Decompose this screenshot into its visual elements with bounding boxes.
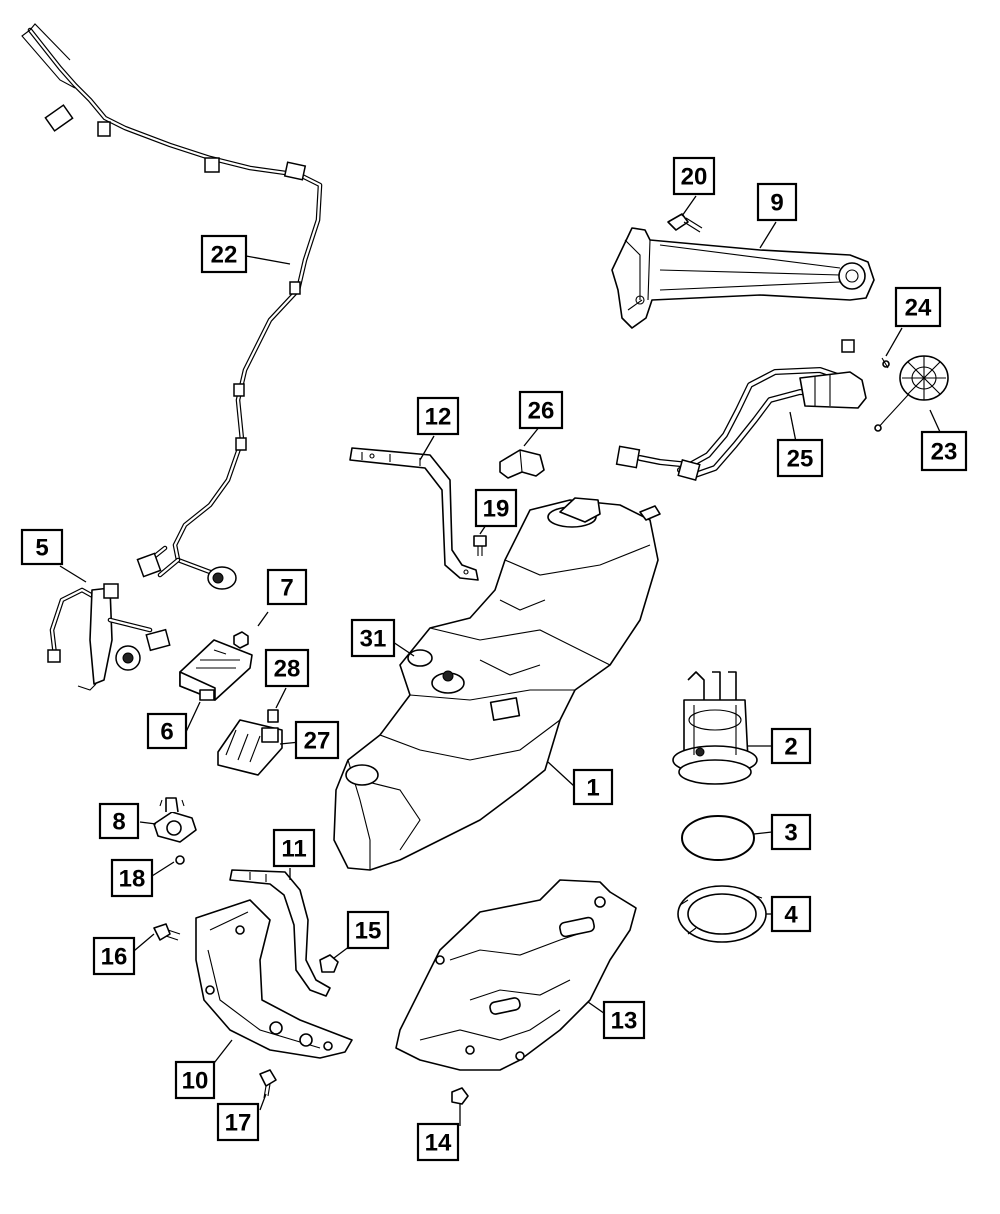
callout-1-label: 1: [586, 775, 599, 802]
callout-26: 26: [518, 390, 564, 430]
callout-19-label: 19: [483, 496, 510, 523]
callout-22: 22: [200, 234, 248, 274]
callout-10-label: 10: [182, 1068, 209, 1095]
callout-11: 11: [272, 828, 316, 868]
module-27-drawing: [217, 719, 283, 776]
nut-7-drawing: [233, 631, 249, 649]
leader-lines: [59, 195, 941, 1126]
callout-20-label: 20: [681, 164, 708, 191]
callout-20: 20: [672, 156, 716, 196]
wire-pigtail-5-drawing: [47, 583, 171, 691]
callout-28: 28: [264, 648, 310, 688]
callout-11-label: 11: [281, 836, 306, 863]
skid-plate-13-drawing: [395, 879, 637, 1071]
callout-2: 2: [770, 727, 812, 765]
lock-ring-drawing: [677, 885, 767, 943]
callout-10: 10: [174, 1060, 216, 1100]
callout-31-label: 31: [360, 626, 387, 653]
callout-15: 15: [346, 910, 390, 950]
bolt-16-drawing: [153, 923, 181, 941]
sensor-8-drawing: [153, 797, 197, 843]
callout-3-label: 3: [784, 820, 797, 847]
callout-17-label: 17: [225, 1110, 252, 1137]
callout-2-label: 2: [784, 734, 797, 761]
callout-27: 27: [294, 720, 340, 760]
callout-17: 17: [216, 1102, 260, 1142]
bolt-17-drawing: [259, 1069, 277, 1099]
callout-16: 16: [92, 936, 136, 976]
callout-8: 8: [98, 802, 140, 840]
bolt-20-drawing: [667, 213, 703, 233]
callout-24: 24: [894, 286, 942, 328]
wire-harness-drawing: [21, 23, 323, 590]
callout-22-label: 22: [211, 242, 238, 269]
callout-27-label: 27: [304, 728, 331, 755]
callout-5: 5: [20, 528, 64, 566]
callout-28-label: 28: [274, 656, 301, 683]
control-module-6-drawing: [179, 639, 253, 701]
callout-7: 7: [266, 568, 308, 606]
callout-24-label: 24: [905, 295, 932, 322]
callout-15-label: 15: [355, 918, 382, 945]
nut-15-drawing: [319, 954, 339, 973]
callout-14-label: 14: [425, 1130, 452, 1157]
callout-1: 1: [572, 768, 614, 806]
skid-bracket-10-drawing: [195, 899, 353, 1059]
callout-8-label: 8: [112, 809, 125, 836]
callout-25: 25: [776, 438, 824, 478]
callout-25-label: 25: [787, 446, 814, 473]
seal-ring-drawing: [681, 815, 755, 861]
callout-12-label: 12: [425, 404, 452, 431]
callout-9-label: 9: [770, 190, 783, 217]
callout-18: 18: [110, 858, 154, 898]
filler-bracket-drawing: [611, 227, 875, 329]
callout-9: 9: [756, 182, 798, 222]
callout-13-label: 13: [611, 1008, 638, 1035]
fuel-tank-drawing: [333, 497, 661, 871]
tank-strap-12-drawing: [349, 447, 479, 581]
callout-14: 14: [416, 1122, 460, 1162]
callout-4: 4: [770, 895, 812, 933]
callout-4-label: 4: [784, 902, 798, 929]
callout-12: 12: [416, 396, 460, 436]
filler-tube-drawing: [615, 339, 890, 481]
callout-31: 31: [350, 618, 396, 658]
callout-26-label: 26: [528, 398, 555, 425]
tank-strap-11-drawing: [229, 869, 331, 997]
nut-18-drawing: [175, 855, 185, 865]
fuel-door-drawing: [874, 355, 949, 432]
nut-14-drawing: [451, 1087, 469, 1105]
spacer-drawing: [499, 449, 545, 479]
clip-28-drawing: [267, 709, 279, 723]
callout-7-label: 7: [280, 575, 293, 602]
callout-3: 3: [770, 813, 812, 851]
callout-23: 23: [920, 430, 968, 472]
callout-18-label: 18: [119, 866, 146, 893]
callout-23-label: 23: [931, 439, 958, 466]
fuel-pump-drawing: [672, 671, 758, 785]
callout-16-label: 16: [101, 944, 128, 971]
callout-13: 13: [602, 1000, 646, 1040]
callout-6-label: 6: [160, 719, 173, 746]
callout-6: 6: [146, 712, 188, 750]
callout-19: 19: [474, 488, 518, 528]
callout-5-label: 5: [35, 535, 48, 562]
bolt-19-drawing: [473, 535, 487, 556]
